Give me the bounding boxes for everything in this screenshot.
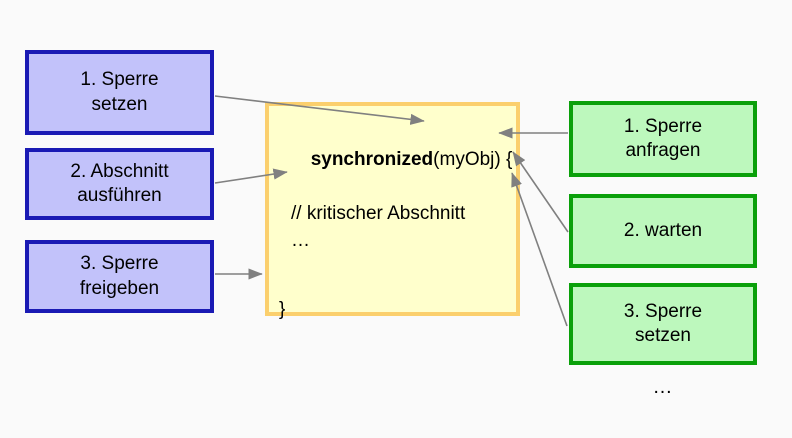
right-step-box-2[interactable]: 2. warten bbox=[569, 194, 757, 268]
right-step-1-line2: anfragen bbox=[625, 140, 701, 161]
code-spacer bbox=[279, 255, 516, 297]
code-keyword-synchronized: synchronized bbox=[310, 148, 434, 170]
right-step-2-line1: 2. warten bbox=[623, 219, 703, 241]
right-step-3-line1: 3. Sperre bbox=[623, 300, 703, 322]
right-step-3-line2: setzen bbox=[635, 325, 691, 346]
left-step-box-3[interactable]: 3. Sperre freigeben bbox=[25, 240, 214, 313]
code-line-ellipsis: … bbox=[291, 229, 310, 251]
left-step-3-line2: freigeben bbox=[79, 277, 160, 299]
code-signature-args: (myObj) { bbox=[433, 148, 513, 170]
right-step-box-3[interactable]: 3. Sperre setzen bbox=[569, 283, 757, 365]
synchronized-code-block[interactable]: synchronized(myObj) { // kritischer Absc… bbox=[265, 102, 520, 320]
left-step-box-2[interactable]: 2. Abschnitt ausführen bbox=[25, 148, 214, 220]
code-line-signature: synchronized(myObj) { bbox=[279, 120, 516, 201]
left-step-1-line2: setzen bbox=[91, 93, 148, 115]
left-step-1-line1: 1. Sperre bbox=[80, 69, 159, 91]
left-step-2-line1: 2. Abschnitt bbox=[70, 160, 169, 182]
arrow-right-3 bbox=[511, 172, 568, 327]
left-step-2-line2: ausführen bbox=[77, 185, 162, 206]
arrow-right-2 bbox=[512, 151, 569, 233]
right-step-box-1[interactable]: 1. Sperre anfragen bbox=[569, 101, 757, 177]
left-step-3-line1: 3. Sperre bbox=[80, 253, 159, 275]
right-step-1-line1: 1. Sperre bbox=[623, 115, 703, 137]
right-column-ellipsis: … bbox=[652, 376, 674, 398]
code-line-comment: // kritischer Abschnitt bbox=[291, 202, 466, 224]
code-line-closing-brace: } bbox=[279, 298, 286, 320]
left-step-box-1[interactable]: 1. Sperre setzen bbox=[25, 50, 214, 135]
